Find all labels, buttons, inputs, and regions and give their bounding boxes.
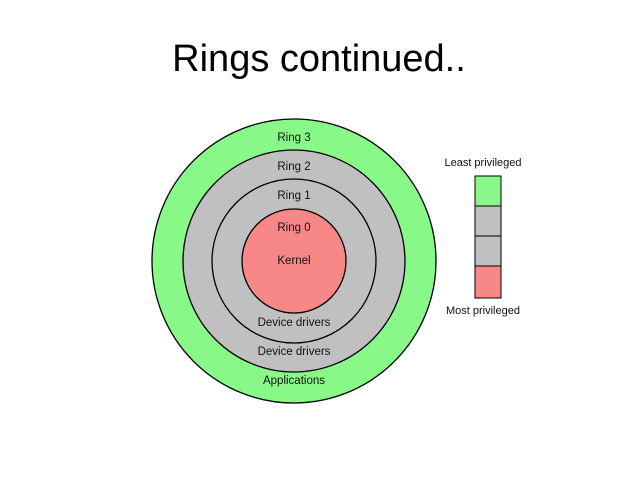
ring-0-label: Ring 0	[277, 222, 310, 234]
legend-most-privileged-label: Most privileged	[446, 305, 520, 317]
slide-title: Rings continued..	[172, 38, 466, 80]
legend-swatch-ring-1	[474, 235, 502, 267]
legend-swatch-ring-3	[474, 175, 502, 207]
legend-swatch-ring-0	[474, 265, 502, 299]
applications-label: Applications	[263, 375, 325, 387]
ring-2-content-label: Device drivers	[258, 346, 331, 358]
ring-2-label: Ring 2	[277, 161, 310, 173]
legend-least-privileged-label: Least privileged	[444, 157, 521, 169]
ring-0-circle	[241, 208, 347, 314]
ring-1-label: Ring 1	[277, 190, 310, 202]
kernel-label: Kernel	[277, 255, 310, 267]
ring-3-label: Ring 3	[277, 132, 310, 144]
legend-swatch-ring-2	[474, 205, 502, 237]
ring-1-content-label: Device drivers	[258, 317, 331, 329]
